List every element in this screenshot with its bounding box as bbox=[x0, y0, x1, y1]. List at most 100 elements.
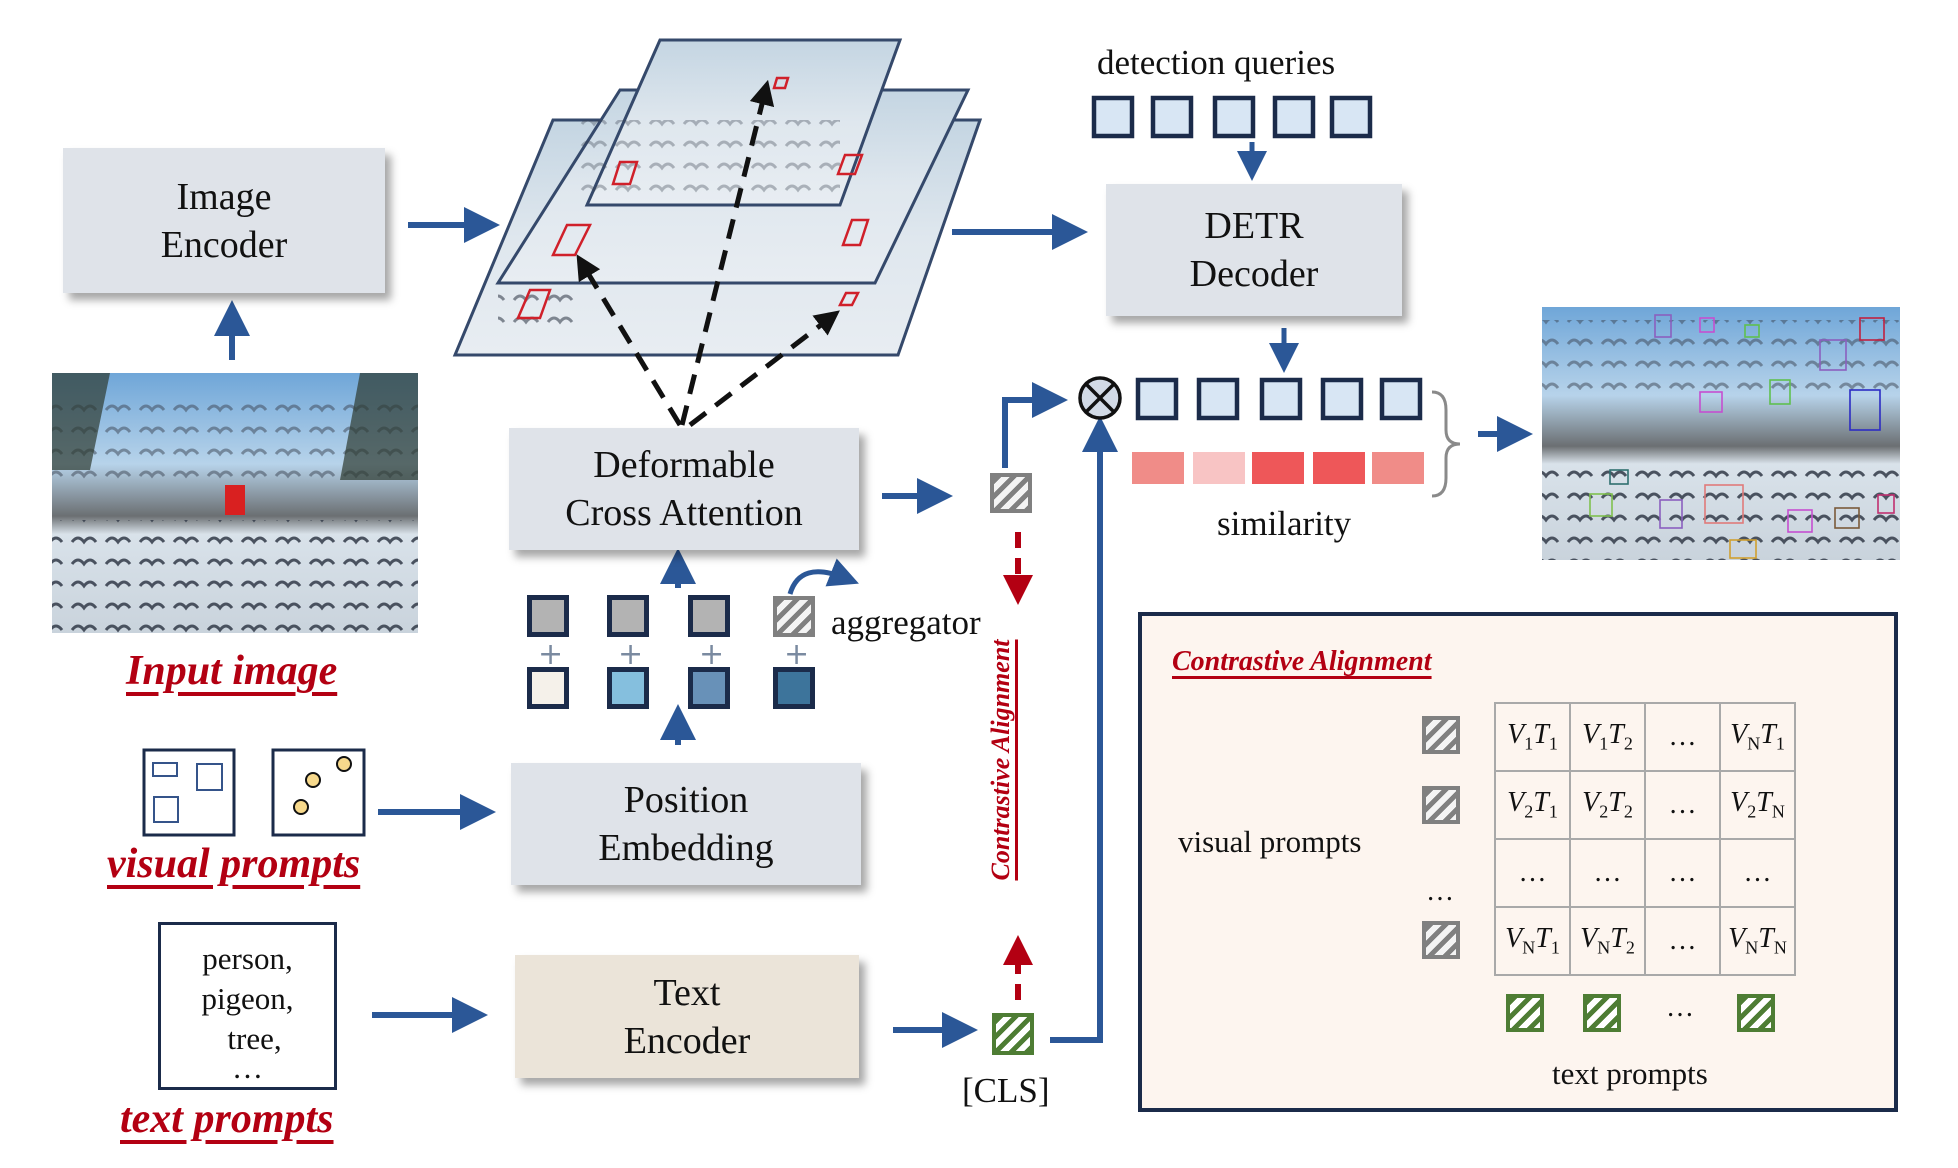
visual-prompt-token-n bbox=[1422, 921, 1460, 959]
position-token bbox=[527, 667, 569, 709]
detr-decoder-label-line2: Decoder bbox=[1189, 253, 1319, 295]
detr-decoder-block: DETR Decoder bbox=[1106, 184, 1402, 316]
visual-prompt-ellipsis: … bbox=[1426, 876, 1454, 907]
visual-prompt-box-icon bbox=[142, 748, 236, 837]
attention-arrow-2 bbox=[679, 79, 775, 426]
aggregator-label: aggregator bbox=[831, 603, 981, 642]
deformable-label-line2: Cross Attention bbox=[565, 492, 803, 534]
text-prompt-item: pigeon, bbox=[201, 981, 294, 1016]
visual-prompt-token-1 bbox=[1422, 716, 1460, 754]
visual-prompts-title: visual prompts bbox=[107, 841, 361, 887]
aggregator-curve-arrow bbox=[787, 558, 859, 595]
output-queries bbox=[1135, 377, 1423, 421]
contrastive-alignment-panel: Contrastive Alignment visual prompts tex… bbox=[1138, 612, 1898, 1112]
matrix-cell: … bbox=[1644, 702, 1721, 772]
cls-label: [CLS] bbox=[962, 1071, 1050, 1110]
query-token bbox=[1091, 95, 1135, 139]
deformable-cross-attention-block: Deformable Cross Attention bbox=[509, 428, 859, 550]
plus-sign: + bbox=[784, 637, 810, 672]
position-embedding-block: Position Embedding bbox=[511, 763, 861, 885]
matrix-cell: V2T2 bbox=[1569, 770, 1646, 840]
input-image-photo bbox=[52, 373, 418, 633]
matrix-cell: … bbox=[1569, 838, 1646, 908]
visual-prompt-token-2 bbox=[1422, 786, 1460, 824]
product-node-icon bbox=[1078, 376, 1122, 420]
matrix-cell: V2TN bbox=[1719, 770, 1796, 840]
output-query-token bbox=[1320, 377, 1364, 421]
visual-prompts-axis-label: visual prompts bbox=[1178, 824, 1362, 859]
attention-arrow-3 bbox=[688, 310, 840, 427]
text-prompt-item: person, bbox=[202, 941, 293, 976]
visual-prompt-point-icon bbox=[271, 748, 366, 837]
visual-feature-token bbox=[688, 595, 730, 637]
similarity-bar bbox=[1313, 452, 1365, 484]
matrix-cell: VNT1 bbox=[1719, 702, 1796, 772]
matrix-cell: … bbox=[1644, 838, 1721, 908]
matrix-cell: VNTN bbox=[1719, 906, 1796, 976]
position-label-line2: Embedding bbox=[598, 827, 774, 869]
output-query-token bbox=[1259, 377, 1303, 421]
matrix-cell: V1T2 bbox=[1569, 702, 1646, 772]
image-encoder-label-line1: Image bbox=[176, 175, 272, 218]
text-prompt-ellipsis: … bbox=[1666, 992, 1694, 1023]
contrastive-alignment-title: Contrastive Alignment bbox=[1172, 646, 1432, 677]
detection-queries-label: detection queries bbox=[1097, 43, 1336, 82]
text-prompts-axis-label: text prompts bbox=[1552, 1056, 1708, 1091]
query-token bbox=[1272, 95, 1316, 139]
arrow-cls-to-product bbox=[1050, 455, 1103, 1043]
text-encoder-label-line2: Encoder bbox=[623, 1019, 751, 1062]
detr-decoder-label-line1: DETR bbox=[1204, 205, 1304, 247]
position-token bbox=[773, 667, 815, 709]
similarity-bar bbox=[1252, 452, 1304, 484]
similarity-bar bbox=[1193, 452, 1245, 484]
text-prompts-title: text prompts bbox=[120, 1096, 334, 1142]
plus-sign: + bbox=[699, 637, 725, 672]
text-prompt-token-2 bbox=[1583, 994, 1621, 1032]
matrix-cell: … bbox=[1494, 838, 1571, 908]
matrix-cell: V2T1 bbox=[1494, 770, 1571, 840]
image-encoder-block: Image Encoder bbox=[63, 148, 385, 293]
visual-feature-token bbox=[527, 595, 569, 637]
text-prompt-item: tree, bbox=[227, 1021, 282, 1056]
output-query-token bbox=[1379, 377, 1423, 421]
text-prompt-token-n bbox=[1737, 994, 1775, 1032]
visual-feature-token bbox=[607, 595, 649, 637]
detection-queries bbox=[1091, 95, 1373, 139]
matrix-cell: VNT1 bbox=[1494, 906, 1571, 976]
deformable-label-line1: Deformable bbox=[593, 444, 775, 486]
arrow-visual-token-to-product bbox=[1002, 382, 1068, 468]
text-prompt-token-1 bbox=[1506, 994, 1544, 1032]
output-query-token bbox=[1135, 377, 1179, 421]
position-token bbox=[688, 667, 730, 709]
input-image-title: Input image bbox=[126, 648, 338, 694]
text-encoder-block: Text Encoder bbox=[515, 955, 859, 1078]
grouping-brace bbox=[1431, 390, 1461, 498]
position-label-line1: Position bbox=[623, 779, 749, 821]
similarity-bar bbox=[1372, 452, 1424, 484]
similarity-bars bbox=[1132, 452, 1424, 484]
query-token bbox=[1329, 95, 1373, 139]
matrix-cell: … bbox=[1644, 770, 1721, 840]
text-prompt-box: person, pigeon, tree, … bbox=[158, 922, 337, 1090]
cls-text-token bbox=[992, 1013, 1034, 1055]
matrix-row: ………… bbox=[1494, 838, 1796, 908]
similarity-label: similarity bbox=[1217, 504, 1352, 543]
aggregator-token bbox=[773, 596, 815, 637]
text-prompt-item: … bbox=[232, 1050, 263, 1085]
position-token bbox=[607, 667, 649, 709]
contrastive-alignment-vertical-label: Contrastive Alignment bbox=[986, 639, 1015, 881]
feature-pyramid bbox=[452, 38, 983, 427]
text-encoder-label-line1: Text bbox=[653, 971, 721, 1014]
query-token bbox=[1150, 95, 1194, 139]
output-query-token bbox=[1196, 377, 1240, 421]
plus-sign: + bbox=[618, 637, 644, 672]
image-encoder-label-line2: Encoder bbox=[160, 223, 288, 266]
query-token bbox=[1212, 95, 1256, 139]
similarity-bar bbox=[1132, 452, 1184, 484]
sampling-points bbox=[516, 76, 870, 320]
